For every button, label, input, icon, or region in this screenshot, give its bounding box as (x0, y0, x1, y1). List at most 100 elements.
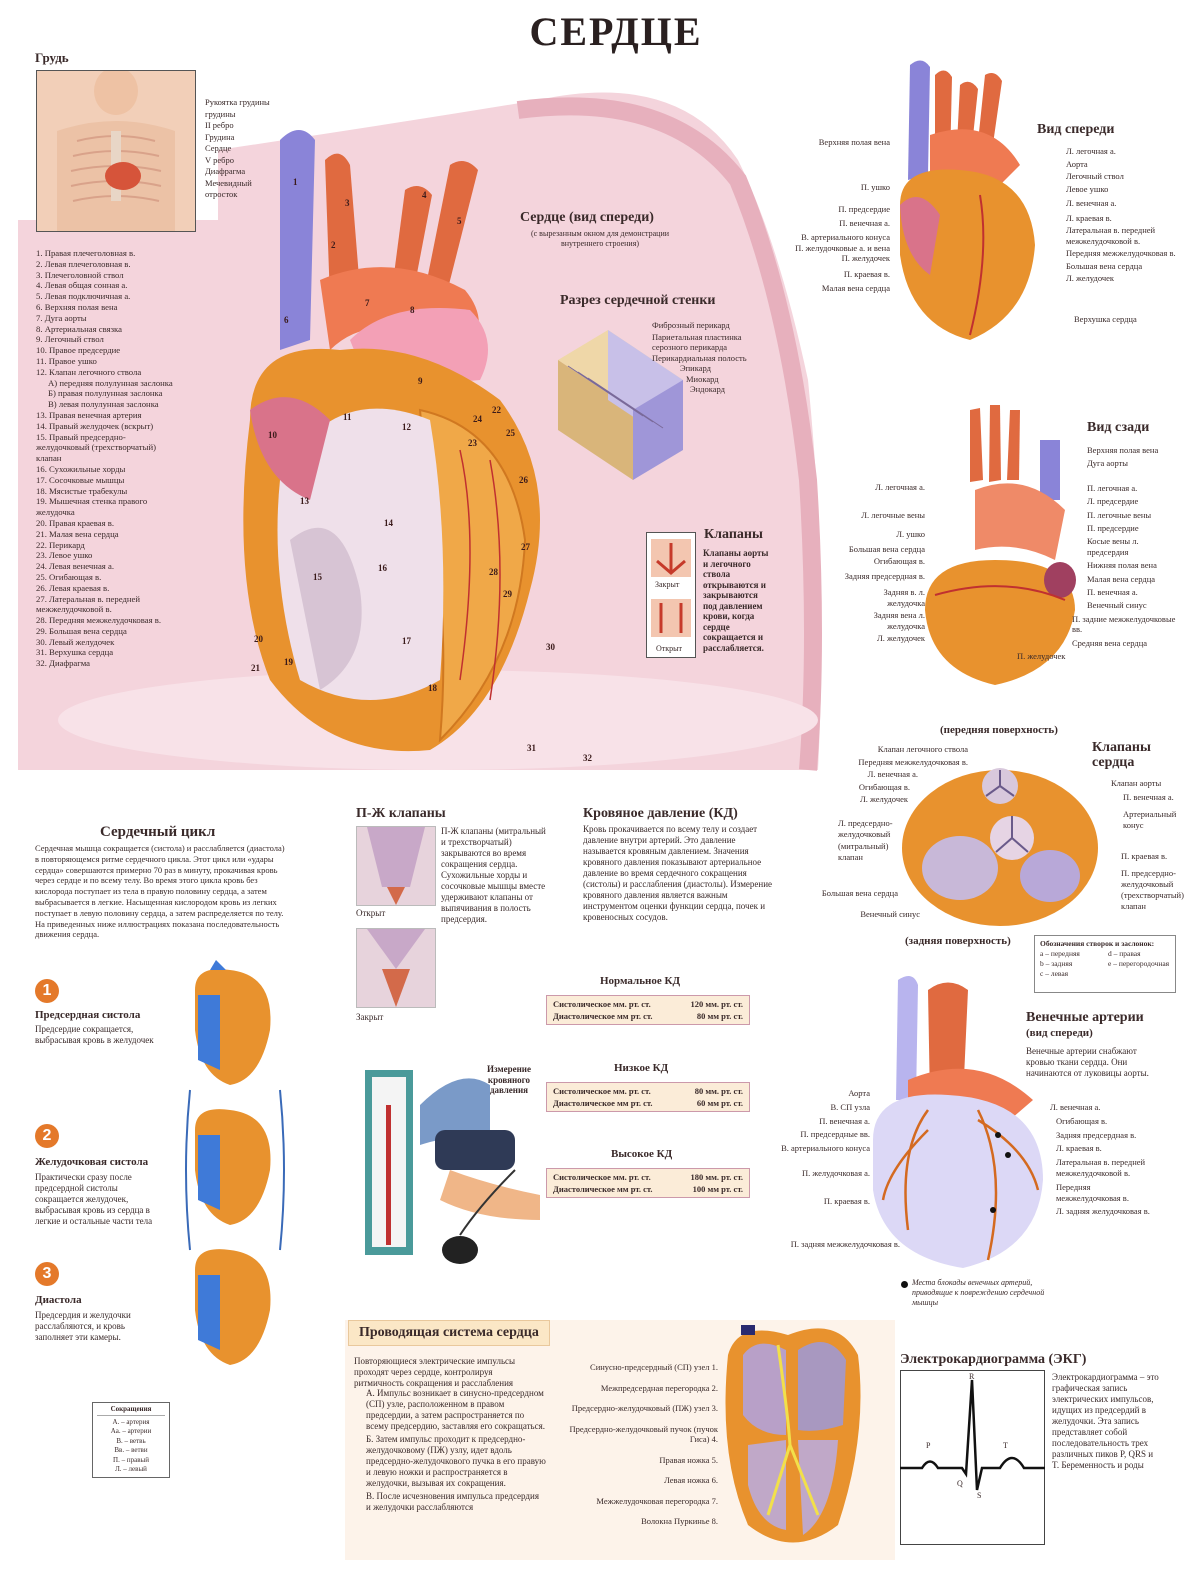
bp-normal-title: Нормальное КД (600, 975, 681, 987)
cor-left-label: П. венечная а. (819, 1115, 870, 1126)
ecg-peak-label: R (969, 1372, 975, 1381)
heart-marker: 26 (519, 475, 528, 485)
heart-marker: 2 (331, 240, 336, 250)
cond-label: Правая ножка 5. (659, 1454, 718, 1465)
back-view-left-labels: Л. легочная а. Л. легочные вены Л. ушко … (780, 482, 925, 644)
heart-marker: 27 (521, 542, 530, 552)
bp-low-title: Низкое КД (614, 1062, 669, 1074)
step-title: Желудочковая систола (35, 1156, 149, 1168)
heart-marker: 4 (422, 190, 427, 200)
legend-item: d – правая (1108, 949, 1141, 958)
heart-marker: 24 (473, 414, 482, 424)
pj-image-open (356, 826, 436, 906)
legend-item: e – перегородочная (1108, 959, 1170, 968)
list-item: 14. Правый желудочек (вскрыт) (36, 420, 154, 431)
chest-labels: Рукоятка грудины грудины II ребро Грудин… (205, 97, 270, 201)
fv-left-label: П. венечная а. (839, 218, 890, 228)
bp-value: 80 мм рт. ст. (696, 1011, 743, 1021)
heart-marker: 12 (402, 422, 411, 432)
bp-measure-illustration (365, 1070, 540, 1264)
chest-label: Сердце (205, 143, 232, 153)
chest-label: Грудина (205, 131, 235, 142)
cycle-title: Сердечный цикл (100, 824, 216, 840)
fv-right-label: Латеральная в. передней межжелудочковой … (1066, 225, 1156, 246)
chest-label: Диафрагма (205, 166, 246, 176)
cycle-illustration (185, 960, 285, 1365)
fv-right-label: Л. легочная а. (1066, 146, 1116, 156)
cond-label: Волокна Пуркинье 8. (641, 1516, 718, 1526)
bv-right-label: Малая вена сердца (1087, 573, 1156, 584)
bp-label: Диастолическое мм рт. ст. (553, 1184, 653, 1194)
heart-marker: 19 (284, 657, 293, 667)
fv-right-label: Левое ушко (1066, 183, 1109, 194)
cond-label: Левая ножка 6. (664, 1475, 718, 1485)
heart-marker: 5 (457, 216, 462, 226)
bv-right-label: П. легочные вены (1087, 509, 1152, 520)
cor-right-label: Задняя предсердная в. (1056, 1129, 1137, 1140)
bv-left-label: Задняя вена л. желудочка (873, 610, 925, 631)
heart-marker: 22 (492, 405, 501, 415)
list-item: 3. Плечеголовной ствол (36, 269, 124, 280)
bv-right-label: П. легочная а. (1087, 482, 1138, 493)
valve-left-label: Л. венечная а. (867, 769, 918, 779)
heart-marker: 32 (583, 753, 592, 763)
valve-right-label: Артериальный конус (1123, 809, 1177, 830)
cor-left-label: П. предсердные вв. (800, 1129, 870, 1140)
valves-left-labels: Клапан легочного ствола Передняя межжелу… (800, 744, 968, 921)
heart-marker: 7 (365, 298, 370, 308)
list-item: 13. Правая венечная артерия (36, 409, 142, 420)
coronary-illustration (873, 976, 1043, 1268)
abbrev-item: Вв. – ветви (114, 1446, 148, 1454)
fv-right-label: Л. желудочек (1066, 273, 1115, 283)
heart-marker: 25 (506, 428, 515, 438)
valve-right-label: Клапан аорты (1111, 778, 1162, 788)
heart-marker: 13 (300, 496, 309, 506)
heart-marker: 9 (418, 376, 423, 386)
heart-marker: 6 (284, 315, 289, 325)
abbrev-title: Сокращения (97, 1405, 165, 1416)
bv-right-label: Косые вены л. предсердия (1087, 536, 1139, 557)
list-item: 8. Артериальная связка (36, 323, 122, 334)
back-view-title: Вид сзади (1087, 420, 1150, 435)
cor-right-label: Л. краевая в. (1056, 1143, 1102, 1154)
fv-right-label: Л. венечная а. (1066, 198, 1117, 208)
legend-item: c – левая (1040, 969, 1069, 978)
bp-text: Кровь прокачивается по всему телу и созд… (583, 824, 773, 922)
fv-right-label: Передняя межжелудочковая в. (1066, 248, 1176, 258)
wall-title: Разрез сердечной стенки (560, 293, 716, 308)
list-item: 9. Легочный ствол (36, 334, 104, 345)
fv-left-label: П. желудочек (841, 253, 890, 263)
fv-right-label: Л. краевая в. (1066, 212, 1112, 223)
bv-right-label: Верхняя полая вена (1087, 445, 1159, 455)
list-item: 11. Правое ушко (36, 355, 97, 366)
ecg-title: Электрокардиограмма (ЭКГ) (900, 1352, 1087, 1367)
abbrev-item: Аа. – артерии (110, 1427, 152, 1435)
cor-right-label: Л. задняя желудочковая в. (1056, 1206, 1150, 1217)
front-view-title: Вид спереди (1037, 122, 1115, 137)
wall-label: Эпикард (680, 363, 711, 373)
bp-label: Диастолическое мм рт. ст. (553, 1011, 653, 1021)
ecg-graph (900, 1370, 1045, 1545)
cor-left-label: Аорта (848, 1088, 870, 1098)
list-item: 19. Мышечная стенка правого желудочка (36, 496, 148, 518)
cor-right-label: Огибающая в. (1056, 1115, 1108, 1126)
list-item: 6. Верхняя полая вена (36, 301, 118, 312)
fv-left-label: П. краевая в. (843, 269, 890, 279)
heart-marker: 14 (384, 518, 393, 528)
list-item: Б) правая полулунная заслонка (48, 388, 163, 399)
bv-left-label: Задняя предсердная в. (844, 570, 925, 581)
list-item: 1. Правая плечеголовная в. (36, 248, 136, 258)
bv-left-label: Л. легочные вены (861, 509, 925, 520)
legend-title: Обозначения створок и заслонок: (1040, 939, 1155, 948)
bv-right-label: П. желудочек (1017, 651, 1066, 662)
valves-illustration (902, 768, 1098, 926)
conduction-labels: Синусно-предсердный (СП) узел 1. Межпред… (548, 1362, 718, 1527)
ecg-peak-label: S (977, 1491, 982, 1500)
conduction-point: В. После исчезновения импульса предсерди… (366, 1491, 539, 1512)
list-item: 22. Перикард (36, 539, 85, 550)
valve-right-label: П. предсердно-желудочковый (трехстворчат… (1121, 868, 1184, 911)
chest-label: II ребро (205, 120, 234, 130)
wall-label: Миокард (686, 373, 719, 384)
list-item: 23. Левое ушко (36, 550, 93, 561)
abbrev-item: А. – артерия (112, 1417, 150, 1426)
